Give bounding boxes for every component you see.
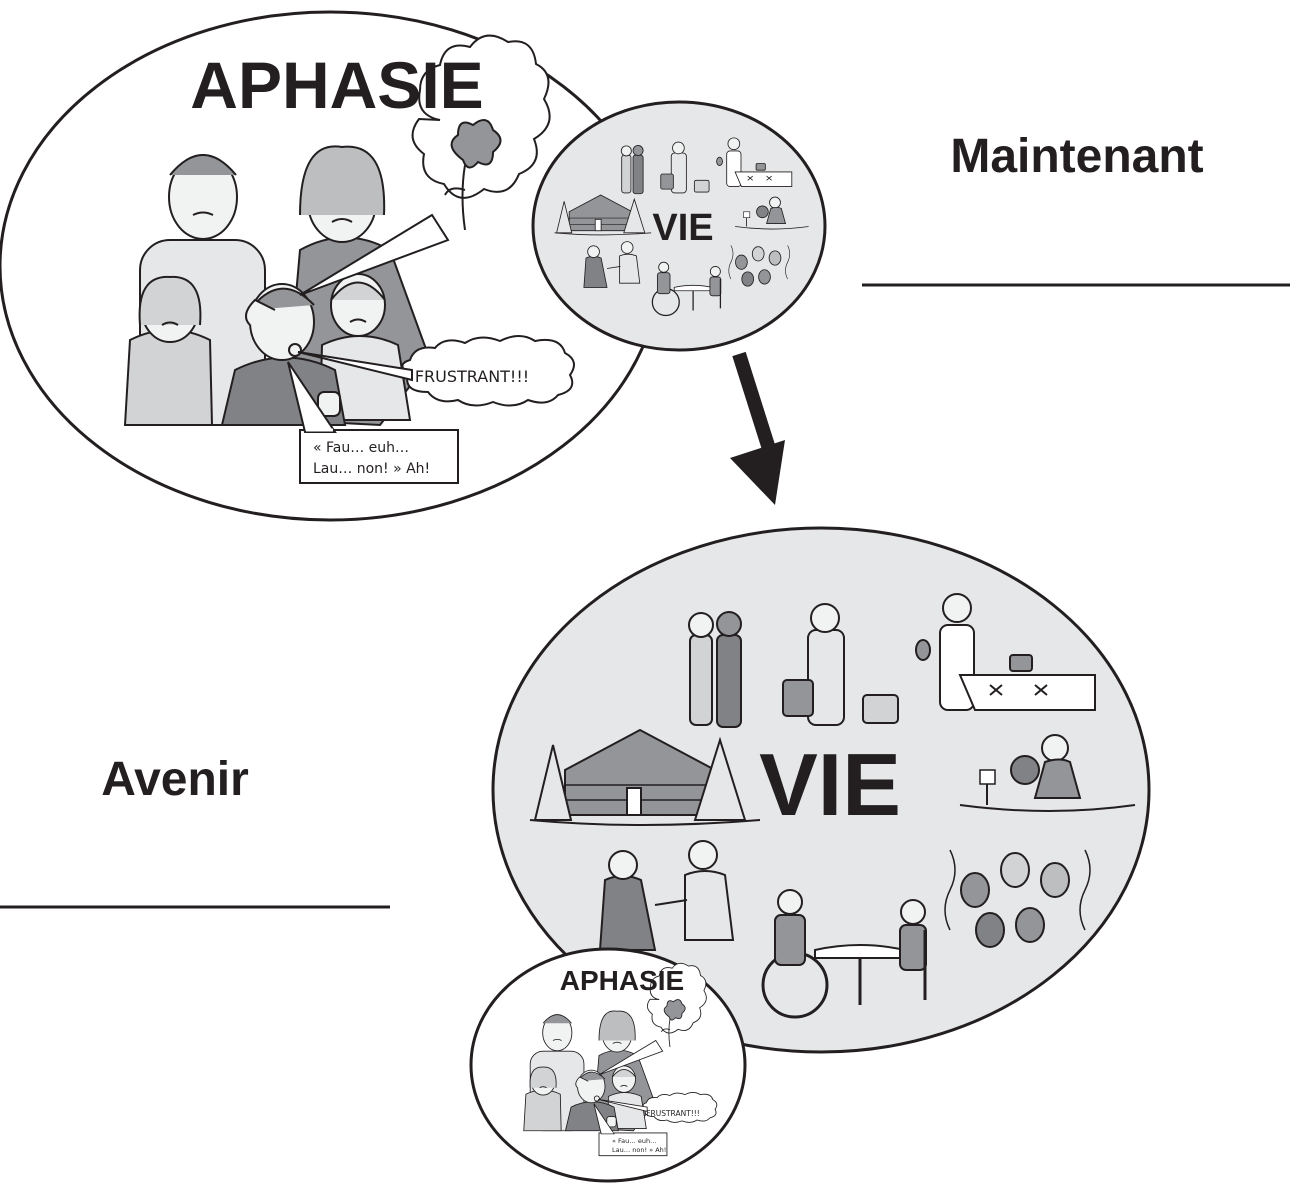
- future-aphasie-title: APHASIE: [560, 965, 684, 996]
- now-speech-line-1: « Fau… euh…: [313, 440, 409, 456]
- now-thought-text: FRUSTRANT!!!: [415, 367, 529, 386]
- now-vie-circle: [531, 100, 827, 352]
- future-thought-text: FRUSTRANT!!!: [646, 1109, 700, 1118]
- future-speech-line-2: Lau… non! » Ah!: [612, 1146, 666, 1154]
- down-arrow: [730, 351, 785, 505]
- now-aphasie-title: APHASIE: [190, 48, 483, 122]
- future-speech-line-1: « Fau… euh…: [612, 1137, 657, 1145]
- future-label: Avenir: [101, 753, 249, 806]
- future-vie-title: VIE: [759, 735, 901, 834]
- now-speech-line-2: Lau… non! » Ah!: [313, 461, 430, 477]
- now-vie-title: VIE: [652, 207, 713, 249]
- now-label: Maintenant: [950, 130, 1203, 183]
